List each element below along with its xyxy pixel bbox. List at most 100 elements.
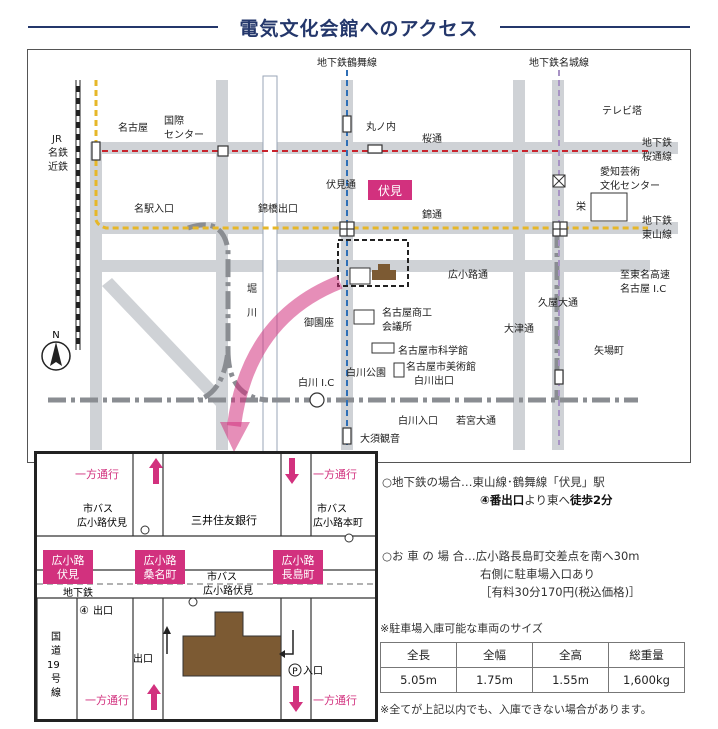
label-misono: 御園座: [304, 316, 334, 329]
label-higashiyama-2: 東山線: [642, 228, 672, 241]
zoom-arrow: [227, 275, 343, 427]
parking-mark: P: [292, 667, 298, 677]
station-yabacho: [554, 369, 564, 385]
denki-bunka-kaikan-icon: [372, 264, 396, 280]
size-header-length: 全長: [380, 642, 457, 668]
label-shirakawa-exit: 白川出口: [414, 374, 454, 387]
intersection-hirokoji-kuwana: 広小路 桑名町: [135, 550, 185, 584]
bus-stop-honmachi-line1: 市バス: [317, 502, 347, 515]
bus-stop-icon-honmachi: [344, 533, 354, 543]
label-shoko-1: 名古屋商工: [382, 306, 432, 319]
bus-stop-center-line2: 広小路伏見: [203, 584, 253, 597]
size-header-height: 全高: [532, 642, 609, 668]
subway-direction: より東へ: [524, 493, 571, 507]
station-marunouchi: [342, 115, 352, 133]
detail-area-box: [337, 239, 409, 287]
oneway-label-bottom-left: 一方通行: [85, 693, 129, 707]
size-header-weight: 総重量: [608, 642, 685, 668]
label-sakuradori: 桜通: [422, 132, 442, 145]
label-hori-2: 川: [247, 308, 257, 319]
subway-access-line2: ④番出口より東へ徒歩2分: [480, 492, 613, 508]
zoom-arrow-head: [220, 422, 250, 452]
fushimi-badge: [368, 180, 412, 200]
map-labels: 地下鉄鶴舞線 地下鉄名城線 JR 名鉄 近鉄 名古屋 国際 センター 丸ノ内 桜…: [48, 56, 672, 445]
road-diagonal: [102, 278, 228, 408]
bus-stop-center-line1: 市バス: [207, 570, 237, 583]
oneway-label-top-left: 一方通行: [75, 467, 119, 481]
label-jr-1: JR: [51, 134, 62, 145]
label-sakura-1: 地下鉄: [642, 136, 672, 149]
intersection-hirokoji-fushimi: 広小路 伏見: [43, 550, 93, 584]
label-shirakawa-entrance: 白川入口: [398, 414, 438, 427]
label-hisaya: 久屋大通: [538, 296, 578, 309]
svg-text:19: 19: [47, 660, 60, 671]
subway-walk-time: 徒歩2分: [570, 493, 613, 507]
label-art: 名古屋市美術館: [406, 360, 476, 373]
aichi-arts-center: [590, 192, 628, 222]
oneway-down-arrow-bottom: [289, 686, 303, 712]
hirokoji-nagashima-line2: 長島町: [282, 567, 315, 581]
label-osu: 大須観音: [360, 432, 400, 445]
area-map-svg: 伏見 N 地下鉄鶴舞線 地下鉄名城線 JR 名鉄 近鉄 名古屋 国際 センター …: [41, 56, 678, 457]
page-title-bar: 電気文化会館へのアクセス: [0, 10, 718, 44]
area-map: 伏見 N 地下鉄鶴舞線 地下鉄名城線 JR 名鉄 近鉄 名古屋 国際 センター …: [27, 49, 691, 463]
label-fushimi-dori: 伏見通: [326, 178, 356, 191]
title-rule-left: [28, 26, 218, 28]
fushimi-badge-label: 伏見: [378, 184, 402, 198]
detail-map-svg: 一方通行 一方通行 一方通行 一方通行 市バス 広小路伏見 三井住友銀行 市バス…: [36, 454, 375, 719]
subway-label: 地下鉄: [63, 586, 93, 599]
oneway-label-bottom-right: 一方通行: [313, 693, 357, 707]
label-meijo: 地下鉄名城線: [529, 56, 589, 69]
label-hirokoji-dori: 広小路通: [448, 268, 488, 281]
subway-access-line1: ○地下鉄の場合…東山線･鶴舞線「伏見」駅: [382, 475, 605, 489]
car-entrance-arrow-icon: [279, 650, 285, 658]
vehicle-size-table: 全長 全幅 全高 総重量 5.05m 1.75m 1.55m 1,600kg: [380, 642, 685, 693]
label-higashi-meihan-2: 名古屋 I.C: [620, 282, 666, 295]
oneway-label-top-right: 一方通行: [313, 467, 357, 481]
label-nishiki-dori: 錦通: [422, 208, 442, 221]
hirokoji-kuwana-line1: 広小路: [144, 554, 177, 567]
label-aichi-2: 文化センター: [600, 179, 660, 192]
station-kokusai: [217, 145, 229, 157]
building-shoko: [353, 309, 375, 325]
label-yabacho: 矢場町: [594, 344, 624, 357]
label-science: 名古屋市科学館: [398, 344, 468, 357]
label-higashiyama-1: 地下鉄: [642, 214, 672, 227]
roads: [90, 80, 678, 450]
station-marunouchi-sakura: [367, 144, 383, 154]
size-value-height: 1.55m: [532, 667, 609, 693]
oneway-down-arrow-top: [285, 458, 299, 484]
page-title: 電気文化会館へのアクセス: [231, 18, 487, 40]
station-crosses: [340, 222, 567, 236]
denki-bunka-kaikan-building: [182, 611, 282, 677]
label-sakae: 栄: [576, 201, 586, 213]
size-value-length: 5.05m: [380, 667, 457, 693]
bus-stop-fushimi-line1: 市バス: [83, 502, 113, 515]
car-entrance-label: 入口: [303, 666, 323, 677]
label-meieki-iriguchi: 名駅入口: [134, 202, 174, 215]
hirokoji-kuwana-line2: 桑名町: [144, 567, 177, 581]
size-value-weight: 1,600kg: [608, 667, 685, 693]
label-shirakawa-park: 白川公園: [346, 366, 386, 379]
car-access-line2: 右側に駐車場入口あり: [480, 567, 595, 581]
svg-text:号: 号: [51, 673, 61, 685]
exit-label: 出口: [93, 604, 113, 617]
oneway-up-arrow-top: [149, 458, 163, 484]
size-header-width: 全幅: [456, 642, 533, 668]
label-wakamiya: 若宮大通: [456, 414, 496, 427]
label-nishiki-bashi: 錦橋出口: [258, 202, 298, 215]
hirokoji-fushimi-line2: 伏見: [57, 567, 79, 581]
mitsui-bank-label: 三井住友銀行: [191, 513, 257, 527]
size-value-width: 1.75m: [456, 667, 533, 693]
svg-text:道: 道: [51, 644, 61, 657]
oneway-up-arrow-bottom: [147, 684, 161, 710]
car-exit-label: 出口: [133, 652, 153, 665]
label-tv-tower: テレビ塔: [602, 104, 642, 117]
north-arrow: N: [41, 330, 71, 371]
label-jr-3: 近鉄: [48, 160, 68, 173]
label-kokusai-2: センター: [164, 129, 204, 141]
bus-stop-icon-fushimi: [140, 525, 150, 535]
label-shoko-2: 会議所: [382, 320, 412, 333]
size-note: ※駐車場入庫可能な車両のサイズ: [380, 622, 543, 635]
label-aichi-1: 愛知芸術: [600, 165, 640, 178]
